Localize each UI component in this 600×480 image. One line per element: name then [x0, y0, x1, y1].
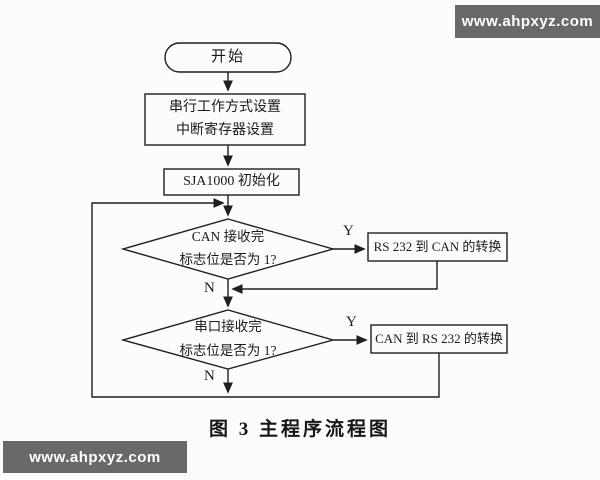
setup-node-label: 串行工作方式设置 中断寄存器设置: [145, 94, 305, 145]
setup-line2: 中断寄存器设置: [176, 123, 274, 139]
process1-node-shape: [367, 232, 508, 262]
watermark-banner-bottom: www.ahpxyz.com: [3, 441, 187, 473]
decision2-no-label: N: [204, 368, 215, 384]
decision1-no-label: N: [204, 280, 215, 296]
watermark-top-text: www.ahpxyz.com: [461, 13, 594, 30]
decision1-line2: 标志位是否为 1?: [179, 252, 277, 268]
edge-loop-back: [91, 198, 440, 398]
decision2-line2: 标志位是否为 1?: [179, 342, 277, 358]
decision1-node-label: CAN 接收完 标志位是否为 1?: [123, 222, 333, 276]
init-node-label: SJA1000 初始化: [183, 174, 280, 190]
init-node-shape: [163, 168, 300, 196]
edge-process1-return: [231, 261, 438, 294]
process1-node-label: RS 232 到 CAN 的转换: [373, 238, 502, 254]
decision2-node-shape: [120, 309, 336, 370]
decision1-line1: CAN 接收完: [191, 228, 265, 244]
start-node-label: 开始: [210, 49, 245, 66]
decision1-node-shape: [120, 218, 336, 280]
setup-line1: 串行工作方式设置: [169, 100, 281, 116]
figure-caption: 图 3 主程序流程图: [208, 419, 391, 440]
start-node-shape: [164, 42, 292, 73]
decision1-yes-label: Y: [343, 223, 354, 239]
watermark-banner-top: www.ahpxyz.com: [455, 5, 600, 38]
process2-node-label: CAN 到 RS 232 的转换: [375, 330, 503, 346]
decision2-node-label: 串口接收完 标志位是否为 1?: [123, 313, 333, 366]
process2-node-shape: [370, 324, 508, 354]
watermark-bottom-text: www.ahpxyz.com: [29, 448, 161, 466]
setup-node-shape: [144, 93, 306, 146]
decision2-line1: 串口接收完: [194, 319, 262, 335]
decision2-yes-label: Y: [346, 314, 357, 330]
